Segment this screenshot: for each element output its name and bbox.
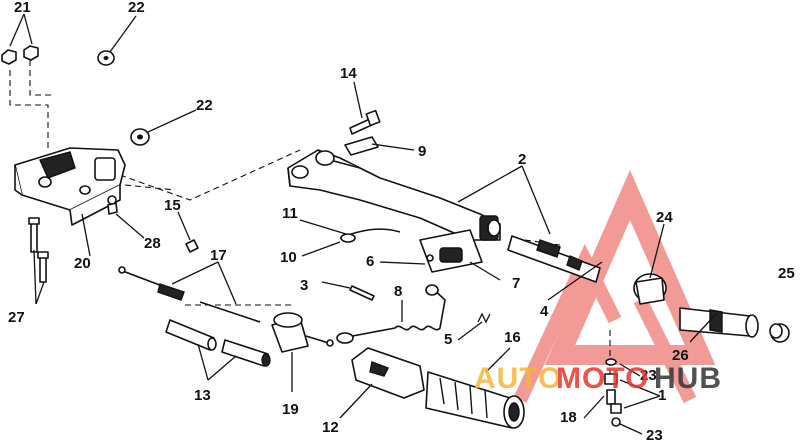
callout-26: 26 bbox=[672, 347, 689, 364]
callout-19: 19 bbox=[282, 401, 299, 418]
watermark-text: AUTO MOTO HUB bbox=[474, 362, 722, 395]
callout-7: 7 bbox=[512, 275, 520, 292]
callout-22: 22 bbox=[128, 0, 145, 16]
callout-17: 17 bbox=[210, 247, 227, 264]
part-8-lanyard-coil bbox=[336, 284, 446, 344]
callout-22: 22 bbox=[196, 97, 213, 114]
callout-3: 3 bbox=[300, 277, 308, 294]
part-25-end-cap bbox=[769, 323, 790, 343]
part-17-cable-rod bbox=[118, 266, 261, 323]
callout-labels: 21 22 22 14 9 2 15 28 11 10 6 7 24 25 20… bbox=[8, 0, 795, 442]
callout-28: 28 bbox=[144, 235, 161, 252]
part-2-tiller-arm bbox=[287, 149, 501, 241]
part-7-stop-switch bbox=[419, 229, 483, 273]
part-19-grip-insert bbox=[271, 312, 334, 353]
part-22-washers bbox=[97, 50, 150, 146]
callout-23: 23 bbox=[640, 367, 657, 384]
watermark-auto: AUTO bbox=[474, 362, 562, 395]
callout-27: 27 bbox=[8, 309, 25, 326]
part-11-wire bbox=[339, 228, 401, 243]
callout-6: 6 bbox=[366, 253, 374, 270]
part-26-throttle-shaft bbox=[679, 307, 759, 338]
part-27-screws bbox=[28, 217, 49, 283]
part-12-grip-housing bbox=[351, 347, 425, 399]
callout-16: 16 bbox=[504, 329, 521, 346]
part-tube-assembly bbox=[507, 235, 601, 283]
part-9-clip bbox=[344, 136, 379, 156]
part-28-fastener bbox=[107, 195, 118, 215]
callout-8: 8 bbox=[394, 283, 402, 300]
leader-lines bbox=[9, 13, 717, 435]
callout-2: 2 bbox=[518, 151, 526, 168]
assembly-dashed-lines bbox=[9, 60, 611, 380]
part-13-sleeves bbox=[165, 319, 271, 367]
callout-21: 21 bbox=[14, 0, 31, 16]
callout-15: 15 bbox=[164, 197, 181, 214]
callout-4: 4 bbox=[540, 303, 549, 320]
part-3-pin bbox=[349, 285, 375, 301]
callout-20: 20 bbox=[74, 255, 91, 272]
callout-11: 11 bbox=[282, 205, 298, 222]
part-20-bracket-housing bbox=[14, 147, 126, 226]
callout-25: 25 bbox=[778, 265, 795, 282]
part-14-bolt bbox=[349, 109, 381, 135]
callout-1: 1 bbox=[658, 387, 666, 404]
callout-12: 12 bbox=[322, 419, 339, 436]
part-24-grip-cap bbox=[633, 273, 667, 305]
callout-10: 10 bbox=[280, 249, 297, 266]
part-5-clip bbox=[477, 312, 491, 324]
callout-9: 9 bbox=[418, 143, 426, 160]
watermark-moto: MOTO bbox=[556, 362, 649, 395]
callout-18: 18 bbox=[560, 409, 577, 426]
callout-23: 23 bbox=[646, 427, 663, 442]
part-21-nuts bbox=[1, 45, 39, 65]
callout-14: 14 bbox=[340, 65, 357, 82]
callout-5: 5 bbox=[444, 331, 452, 348]
callout-24: 24 bbox=[656, 209, 673, 226]
part-15-fastener bbox=[185, 239, 199, 253]
part-18-23-hardware bbox=[604, 358, 622, 427]
callout-13: 13 bbox=[194, 387, 211, 404]
watermark-hub: HUB bbox=[654, 362, 722, 395]
part-16-grip bbox=[425, 371, 525, 429]
